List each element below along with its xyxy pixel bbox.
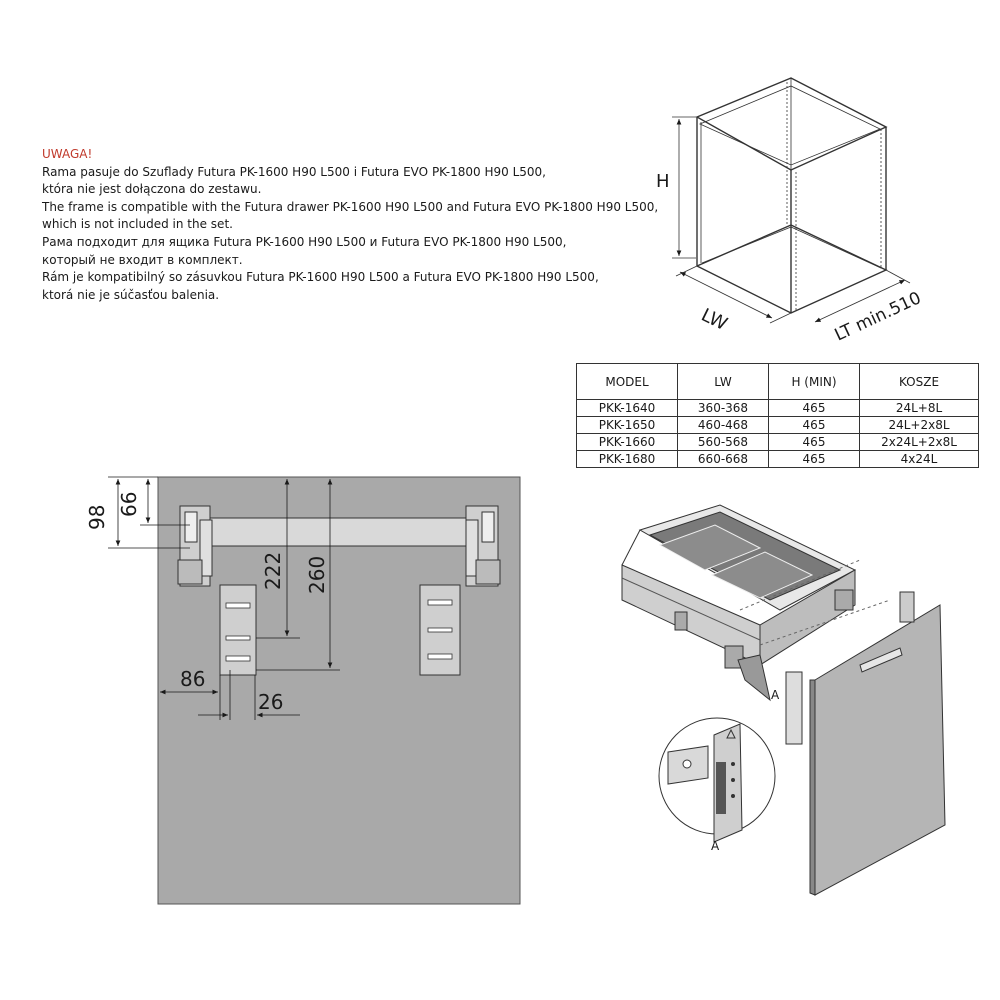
detail-circle-a	[658, 717, 776, 843]
door-panel-iso	[785, 591, 946, 896]
cell-lw: 660-668	[677, 450, 769, 468]
cell-lw: 460-468	[677, 416, 769, 434]
cell-model: PKK-1640	[576, 399, 678, 417]
cell-h: 465	[768, 450, 860, 468]
handle	[859, 647, 903, 673]
detail-callout-a-small: A	[771, 688, 780, 702]
dim-222: 222	[261, 552, 285, 590]
cell-kosze: 2x24L+2x8L	[859, 433, 979, 451]
table-row: PKK-1680 660-668 465 4x24L	[576, 450, 979, 468]
dim-98: 98	[85, 505, 109, 530]
compatibility-note: UWAGA! Rama pasuje do Szuflady Futura PK…	[42, 146, 662, 304]
note-line: Рама подходит для ящика Futura PK-1600 H…	[42, 234, 567, 249]
cell-kosze: 24L+2x8L	[859, 416, 979, 434]
table-row: PKK-1660 560-568 465 2x24L+2x8L	[576, 433, 979, 451]
col-lw: LW	[677, 363, 769, 400]
model-spec-table: MODEL LW H (MIN) KOSZE PKK-1640 360-368 …	[576, 363, 979, 468]
note-line: która nie jest dołączona do zestawu.	[42, 182, 262, 197]
table-row: PKK-1640 360-368 465 24L+8L	[576, 399, 979, 417]
cell-lw: 560-568	[677, 433, 769, 451]
left-runner-bracket	[177, 505, 213, 587]
cell-h: 465	[768, 416, 860, 434]
cell-kosze: 4x24L	[859, 450, 979, 468]
col-h-min: H (MIN)	[768, 363, 860, 400]
cell-kosze: 24L+8L	[859, 399, 979, 417]
warning-title: UWAGA!	[42, 147, 93, 161]
note-line: ktorá nie je súčasťou balenia.	[42, 287, 220, 302]
detail-label-a: A	[711, 839, 720, 853]
note-line: The frame is compatible with the Futura …	[42, 199, 659, 214]
height-label: H	[656, 171, 670, 192]
table-header-row: MODEL LW H (MIN) KOSZE	[576, 363, 979, 400]
cell-lw: 360-368	[677, 399, 769, 417]
cabinet-frame-diagram	[672, 77, 911, 324]
dim-26: 26	[258, 690, 283, 714]
dim-86: 86	[180, 667, 205, 691]
dim-260: 260	[305, 556, 329, 594]
col-model: MODEL	[576, 363, 678, 400]
cell-model: PKK-1650	[576, 416, 678, 434]
depth-label: LT min.510	[832, 288, 925, 345]
basket-drawer-diagram	[621, 504, 891, 702]
cell-h: 465	[768, 399, 860, 417]
door-panel-diagram: 98 66 222 260 86 26	[85, 476, 521, 905]
cell-h: 465	[768, 433, 860, 451]
right-runner-bracket	[465, 505, 501, 587]
col-kosze: KOSZE	[859, 363, 979, 400]
cell-model: PKK-1680	[576, 450, 678, 468]
width-label: LW	[698, 305, 731, 335]
note-line: Rám je kompatibilný so zásuvkou Futura P…	[42, 270, 599, 285]
note-line: Rama pasuje do Szuflady Futura PK-1600 H…	[42, 164, 546, 179]
note-line: which is not included in the set.	[42, 217, 233, 232]
note-line: который не входит в комплект.	[42, 252, 243, 267]
left-mounting-plate	[219, 584, 257, 676]
cell-model: PKK-1660	[576, 433, 678, 451]
table-row: PKK-1650 460-468 465 24L+2x8L	[576, 416, 979, 434]
dim-66: 66	[117, 492, 141, 517]
right-mounting-plate	[419, 584, 461, 676]
